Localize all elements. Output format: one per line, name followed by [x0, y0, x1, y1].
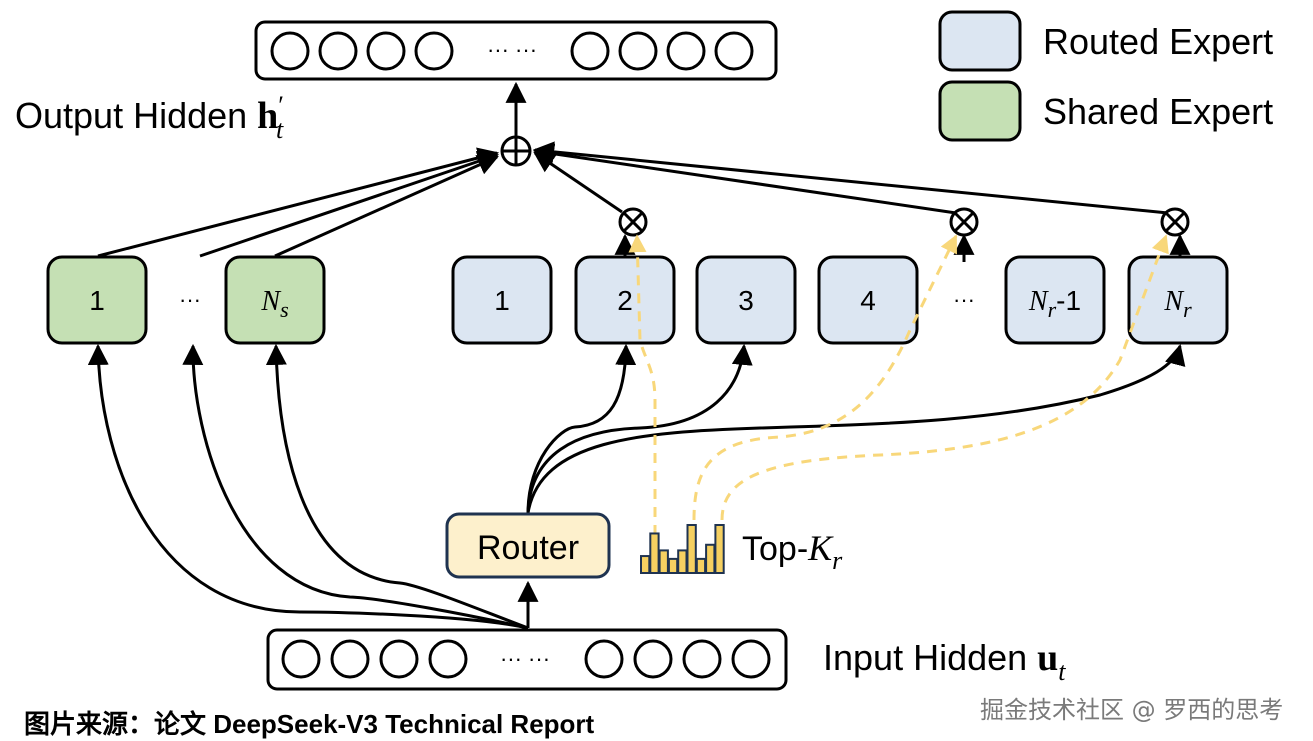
shared-to-sum-lines [97, 147, 500, 258]
legend-shared-swatch [938, 80, 1022, 142]
neuron [633, 639, 673, 679]
expert-label: 1 [494, 285, 510, 316]
expert-label: 1 [89, 285, 105, 316]
routed-experts: 1 2 3 4 Nr-1 Nr [451, 255, 1229, 345]
neuron [428, 639, 468, 679]
topk-bar [714, 524, 725, 574]
routed-expert-box: Nr [1127, 255, 1229, 345]
neuron [330, 639, 370, 679]
input-hidden-vector: ··· ··· [266, 628, 788, 691]
topk-bar [658, 549, 669, 574]
neuron [366, 31, 406, 71]
neuron [570, 31, 610, 71]
legend-routed-swatch [938, 10, 1022, 72]
expert-label: Nr-1 [1028, 285, 1081, 322]
gate-to-sum-lines [532, 141, 1169, 215]
gate-multiply-node [949, 207, 979, 237]
output-hidden-label: Output Hidden h′t [15, 91, 284, 144]
neuron [270, 31, 310, 71]
topk-bar [649, 532, 660, 574]
gate-nodes [618, 207, 1190, 237]
gate-multiply-node [618, 207, 648, 237]
shared-expert-box: 1 [46, 255, 148, 345]
neuron [682, 639, 722, 679]
topk-bar [686, 524, 697, 574]
router-label: Router [477, 529, 579, 567]
neuron [414, 31, 454, 71]
expert-label: Nr [1163, 286, 1192, 322]
figure-source-caption: 图片来源：论文 DeepSeek-V3 Technical Report [24, 709, 595, 739]
routed-expert-box: 3 [695, 255, 797, 345]
expert-label: Ns [260, 286, 288, 322]
topk-label: Top-Kr [742, 528, 843, 575]
topk-bar [667, 557, 679, 574]
input-to-shared-curves [87, 343, 529, 630]
output-neurons [270, 31, 754, 71]
neuron [618, 31, 658, 71]
neuron [281, 639, 321, 679]
input-ellipsis: ··· ··· [500, 646, 550, 671]
legend: Routed Expert Shared Expert [938, 10, 1273, 142]
watermark: 掘金技术社区 @ 罗西的思考 [980, 696, 1284, 724]
legend-routed-label: Routed Expert [1043, 21, 1273, 62]
output-hidden-vector: ··· ··· [254, 20, 778, 81]
neuron [731, 639, 771, 679]
neuron [584, 639, 624, 679]
expert-to-gate-arrows [614, 233, 1191, 262]
topk-bar-chart [640, 524, 725, 575]
input-neurons [281, 639, 771, 679]
routed-expert-box: 1 [451, 255, 553, 345]
neuron [318, 31, 358, 71]
topk-gate-signals [628, 234, 1169, 535]
router-box: Router [445, 512, 611, 579]
topk-bar [705, 543, 716, 575]
routed-expert-box: Nr-1 [1004, 255, 1106, 345]
expert-label: 2 [617, 285, 633, 316]
router-to-routed-curves [526, 343, 1186, 514]
topk-bar [677, 549, 688, 574]
legend-shared-label: Shared Expert [1043, 91, 1273, 132]
topk-bar [695, 557, 707, 574]
neuron [714, 31, 754, 71]
expert-label: 4 [860, 285, 876, 316]
neuron [666, 31, 706, 71]
routed-expert-box: 2 [574, 255, 676, 345]
routed-ellipsis: ··· [953, 287, 975, 312]
input-hidden-label: Input Hidden ut [823, 637, 1066, 686]
output-ellipsis: ··· ··· [487, 37, 537, 62]
shared-experts: 1 Ns [46, 255, 326, 345]
shared-ellipsis: ··· [179, 287, 201, 312]
topk-bar [640, 555, 651, 575]
shared-expert-box: Ns [224, 255, 326, 345]
expert-label: 3 [738, 285, 754, 316]
routed-expert-box: 4 [817, 255, 919, 345]
neuron [379, 639, 419, 679]
sum-node [500, 135, 532, 167]
gate-multiply-node [1160, 207, 1190, 237]
